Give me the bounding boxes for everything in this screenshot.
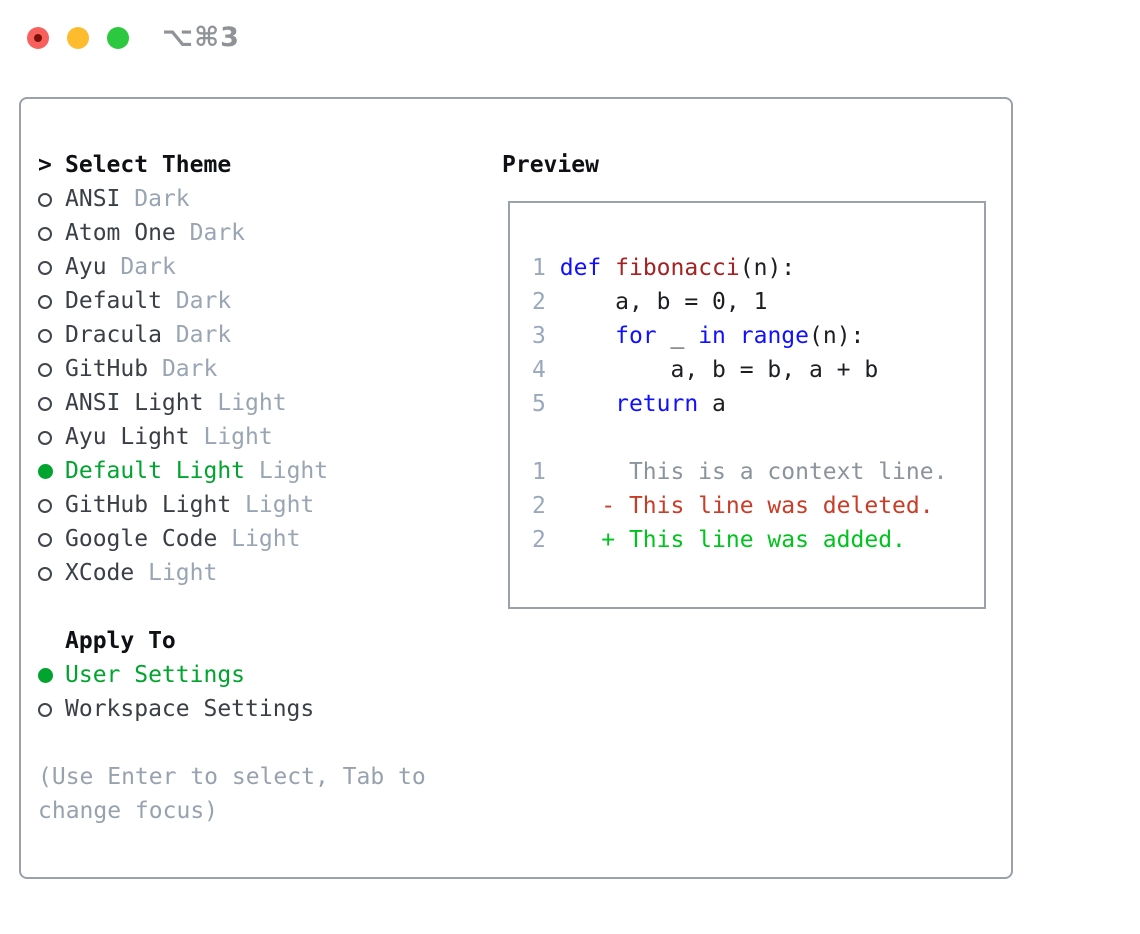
preview-box: 1 def fibonacci(n): 2 a, b = 0, 1 3 for _ … — [508, 201, 986, 609]
option-label: GitHub Light — [65, 492, 232, 518]
minimize-button[interactable] — [67, 27, 89, 49]
variant-tag: Light — [203, 424, 273, 450]
variant-tag: Light — [245, 492, 315, 518]
line-number: 4 — [532, 357, 546, 383]
variant-tag: Dark — [134, 186, 190, 212]
preview-title: Preview — [502, 152, 599, 178]
theme-option-xcode[interactable]: XCode Light — [38, 556, 488, 590]
option-label: Ayu — [65, 254, 107, 280]
option-label: Ayu Light — [65, 424, 190, 450]
theme-option-ansi-light[interactable]: ANSI Light Light — [38, 386, 488, 420]
diff-line: 1 This is a context line. — [532, 459, 948, 485]
option-label: Default — [65, 288, 162, 314]
code-preview: 1 def fibonacci(n): 2 a, b = 0, 1 3 for _ … — [532, 251, 974, 421]
line-number: 5 — [532, 391, 546, 417]
theme-option-ayu-light[interactable]: Ayu Light Light — [38, 420, 488, 454]
option-label: ANSI — [65, 186, 121, 212]
diff-line: 2 - This line was deleted. — [532, 493, 934, 519]
apply-option-workspace-settings[interactable]: Workspace Settings — [38, 692, 488, 726]
keyboard-hint: (Use Enter to select, Tab to change focus… — [38, 760, 488, 828]
line-number: 2 — [532, 493, 546, 519]
line-number: 2 — [532, 527, 546, 553]
variant-tag: Light — [217, 390, 287, 416]
select-theme-title: Select Theme — [65, 152, 232, 178]
radio-unselected-icon — [38, 702, 52, 717]
apply-to-title: Apply To — [65, 628, 176, 654]
option-label: Default Light — [65, 458, 246, 484]
code-line: 3 for _ in range(n): — [532, 323, 865, 349]
line-number: 1 — [532, 459, 546, 485]
radio-unselected-icon — [38, 192, 52, 207]
option-label: Dracula — [65, 322, 162, 348]
theme-option-dracula[interactable]: Dracula Dark — [38, 318, 488, 352]
radio-selected-icon — [38, 464, 53, 479]
code-line: 2 a, b = 0, 1 — [532, 289, 768, 315]
variant-tag: Dark — [175, 288, 232, 314]
hint-line: change focus) — [38, 798, 219, 824]
diff-line: 2 + This line was added. — [532, 527, 906, 553]
title-bar: ⌥⌘3 — [27, 22, 240, 53]
focus-chevron-icon: > — [38, 152, 52, 178]
radio-unselected-icon — [38, 566, 52, 581]
theme-option-google-code[interactable]: Google Code Light — [38, 522, 488, 556]
window-title: ⌥⌘3 — [162, 22, 240, 53]
option-label: User Settings — [65, 662, 246, 688]
option-label: Google Code — [65, 526, 218, 552]
theme-option-ansi[interactable]: ANSI Dark — [38, 182, 488, 216]
option-label: Workspace Settings — [65, 696, 315, 722]
theme-option-default-light[interactable]: Default Light Light — [38, 454, 488, 488]
radio-unselected-icon — [38, 396, 52, 411]
variant-tag: Light — [231, 526, 301, 552]
variant-tag: Dark — [175, 322, 232, 348]
variant-tag: Dark — [189, 220, 246, 246]
variant-tag: Light — [148, 560, 218, 586]
traffic-lights — [27, 27, 147, 49]
hint-line: (Use Enter to select, Tab to — [38, 764, 426, 790]
code-line: 4 a, b = b, a + b — [532, 357, 879, 383]
variant-tag: Dark — [120, 254, 176, 280]
theme-option-github-light[interactable]: GitHub Light Light — [38, 488, 488, 522]
variant-tag: Dark — [161, 356, 218, 382]
radio-unselected-icon — [38, 260, 52, 275]
theme-option-ayu[interactable]: Ayu Dark — [38, 250, 488, 284]
theme-option-default[interactable]: Default Dark — [38, 284, 488, 318]
code-line: 1 def fibonacci(n): — [532, 255, 796, 281]
code-line: 5 return a — [532, 391, 726, 417]
select-theme-header: > Select Theme — [38, 148, 488, 182]
close-button[interactable] — [27, 27, 49, 49]
radio-unselected-icon — [38, 430, 52, 445]
radio-unselected-icon — [38, 362, 52, 377]
option-label: ANSI Light — [65, 390, 204, 416]
option-label: GitHub — [65, 356, 149, 382]
variant-tag: Light — [258, 458, 329, 484]
apply-to-header: Apply To — [38, 624, 488, 658]
line-number: 2 — [532, 289, 546, 315]
radio-selected-icon — [38, 668, 53, 683]
apply-option-user-settings[interactable]: User Settings — [38, 658, 488, 692]
line-number: 3 — [532, 323, 546, 349]
radio-unselected-icon — [38, 226, 52, 241]
diff-preview: 1 This is a context line. 2 - This line w… — [532, 455, 974, 557]
radio-unselected-icon — [38, 328, 52, 343]
radio-unselected-icon — [38, 498, 52, 513]
line-number: 1 — [532, 255, 546, 281]
option-label: XCode — [65, 560, 135, 586]
radio-unselected-icon — [38, 532, 52, 547]
radio-unselected-icon — [38, 294, 52, 309]
theme-option-github[interactable]: GitHub Dark — [38, 352, 488, 386]
option-label: Atom One — [65, 220, 176, 246]
zoom-button[interactable] — [107, 27, 129, 49]
theme-option-atom-one[interactable]: Atom One Dark — [38, 216, 488, 250]
